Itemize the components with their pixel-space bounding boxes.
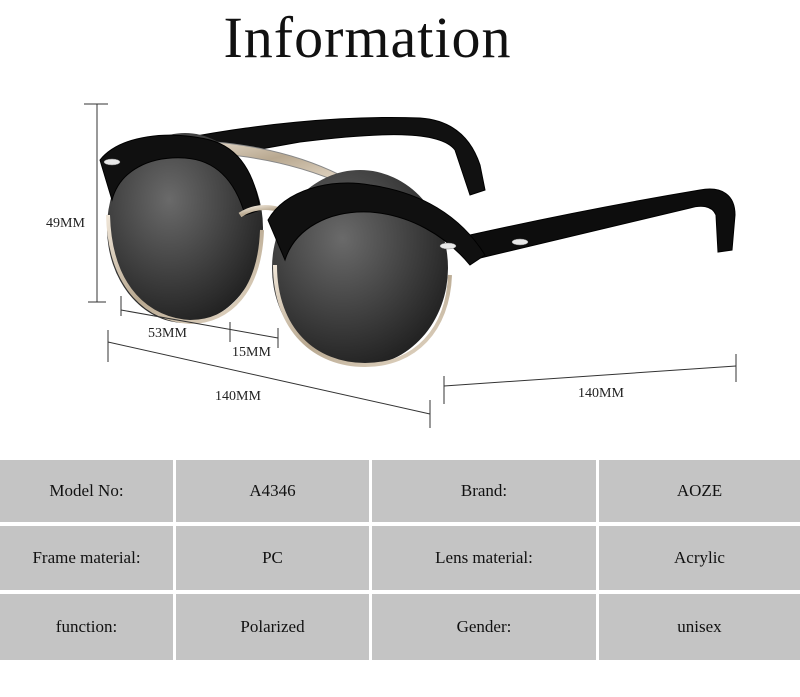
spec-value-frame-material: PC	[176, 526, 372, 590]
spec-label-gender: Gender:	[372, 594, 599, 660]
temple-arm-back	[173, 116, 486, 196]
sunglasses-dimension-diagram	[84, 103, 737, 428]
temple-length-dimension-label: 140MM	[578, 386, 624, 401]
left-lens	[107, 133, 263, 323]
spec-label-function: function:	[0, 594, 176, 660]
spec-value-gender: unisex	[599, 594, 800, 660]
frame-width-dimension-label: 140MM	[215, 389, 261, 404]
spec-value-function: Polarized	[176, 594, 372, 660]
spec-value-brand: AOZE	[599, 460, 800, 522]
left-rivet	[103, 158, 121, 166]
dimension-lines	[84, 103, 737, 428]
right-rivet	[439, 242, 457, 250]
spec-label-model: Model No:	[0, 460, 176, 522]
spec-label-lens-material: Lens material:	[372, 526, 599, 590]
right-lens-rim	[273, 264, 452, 368]
height-dimension-label: 49MM	[46, 216, 85, 231]
bridge-dimension-label: 15MM	[232, 345, 271, 360]
spec-table: Model No: A4346 Brand: AOZE Frame materi…	[0, 460, 800, 697]
spec-value-lens-material: Acrylic	[599, 526, 800, 590]
spec-label-frame-material: Frame material:	[0, 526, 176, 590]
temple-rivet	[511, 238, 529, 246]
temple-arm-front	[469, 188, 736, 259]
page-title: Information	[223, 5, 512, 70]
spec-value-model: A4346	[176, 460, 372, 522]
right-browline	[267, 182, 486, 266]
spec-label-brand: Brand:	[372, 460, 599, 522]
lens-width-dimension-label: 53MM	[148, 326, 187, 341]
